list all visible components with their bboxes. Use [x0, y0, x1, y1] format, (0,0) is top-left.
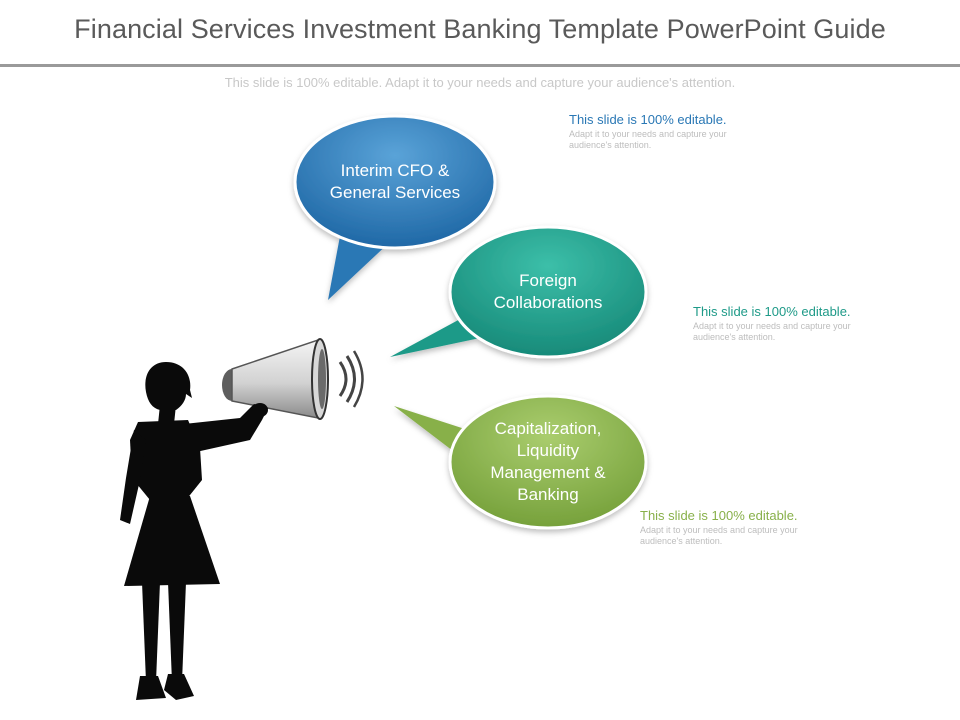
bubble-label-3: Capitalization, Liquidity Management & B… [490, 419, 606, 504]
note-body: Adapt it to your needs and capture your … [640, 525, 798, 546]
note-heading: This slide is 100% editable. [693, 304, 851, 319]
note-3: This slide is 100% editable. Adapt it to… [640, 508, 840, 547]
speech-bubble-1 [293, 114, 497, 300]
speech-bubble-3 [394, 394, 648, 530]
title-divider [0, 64, 960, 67]
slide-subtitle: This slide is 100% editable. Adapt it to… [224, 75, 736, 90]
slide-title: Financial Services Investment Banking Te… [74, 14, 886, 44]
note-heading: This slide is 100% editable. [640, 508, 798, 523]
note-body: Adapt it to your needs and capture your … [693, 321, 851, 342]
speech-bubble-2 [390, 225, 648, 359]
note-body: Adapt it to your needs and capture your … [569, 129, 727, 150]
note-1: This slide is 100% editable. Adapt it to… [569, 112, 769, 151]
megaphone-icon [222, 338, 364, 420]
woman-silhouette-icon [120, 362, 268, 700]
bubble-label-2: Foreign Collaborations [493, 271, 603, 312]
note-2: This slide is 100% editable. Adapt it to… [693, 304, 893, 343]
note-heading: This slide is 100% editable. [569, 112, 727, 127]
bubble-label-1: Interim CFO & General Services [329, 161, 461, 202]
